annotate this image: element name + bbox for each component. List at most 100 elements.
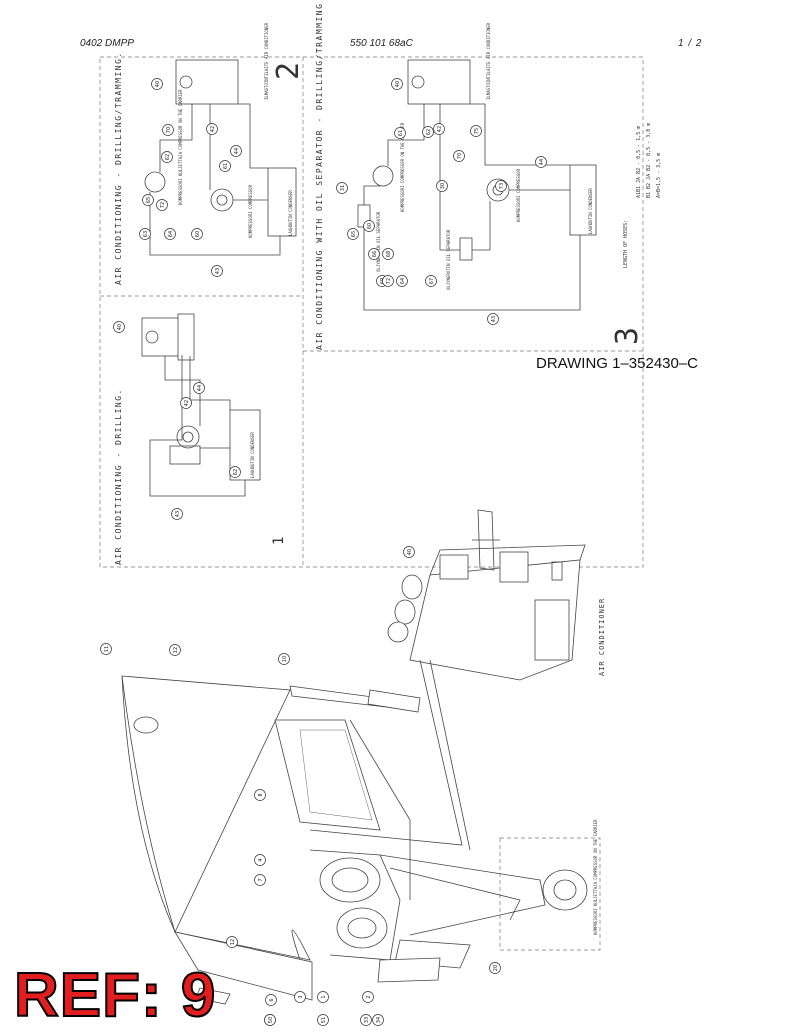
callout-bubble-iso-7: 7 — [254, 874, 266, 886]
panel-3-oil-separator: AIR CONDITIONING WITH OIL SEPARATOR - DR… — [315, 3, 662, 350]
iso-bracket-plate — [367, 689, 421, 713]
svg-text:50: 50 — [268, 1017, 274, 1023]
cabin-front-plate — [174, 931, 313, 1001]
svg-text:4: 4 — [258, 858, 264, 861]
iso-carrier-compressor — [542, 869, 588, 911]
iso-ac-panel — [551, 561, 563, 581]
header-page-number: 1 / 2 — [678, 38, 703, 49]
ref-stamp: REF: 9 — [13, 960, 217, 1031]
iso-ac-duct-2 — [394, 599, 416, 625]
pipe-p3-d — [363, 227, 581, 311]
iso-compressor-inner — [347, 917, 377, 939]
iso-ac-top — [429, 544, 586, 576]
callout-bubble-iso-8: 8 — [254, 789, 266, 801]
svg-text:65: 65 — [146, 197, 152, 203]
cabin-roof-edge — [121, 675, 311, 961]
carrier-compressor-p2 — [144, 171, 166, 193]
svg-text:51: 51 — [321, 1017, 327, 1023]
svg-text:31: 31 — [340, 185, 346, 191]
callout-bubble-p3-68: 68 — [382, 248, 394, 260]
callout-bubble-iso-10: 10 — [278, 653, 290, 665]
iso-ac-block-2 — [499, 551, 529, 583]
iso-ac-bracket — [472, 509, 500, 571]
callout-bubble-p3-70: 70 — [453, 150, 465, 162]
frame-rail-2 — [429, 659, 471, 851]
iso-ac-block-1 — [439, 554, 469, 580]
callout-bubble-p3-67: 67 — [425, 275, 437, 287]
callout-bubble-p2-62: 62 — [161, 151, 173, 163]
callout-bubble-iso-1: 1 — [317, 991, 329, 1003]
callout-bubble-p1-44: 44 — [193, 382, 205, 394]
iso-compressor — [336, 907, 388, 949]
panel-1-number: 1 — [271, 537, 287, 545]
compressor-hub-p1 — [182, 431, 194, 443]
drawing-number: DRAWING 1–352430–C — [536, 355, 699, 372]
iso-hose-1 — [379, 854, 546, 936]
front-cutout — [195, 987, 231, 1005]
cabin-roof-panel — [121, 675, 291, 934]
hose-length-line-2: B1 B2 JA B2 - 0,5 - 3,0 m — [646, 123, 652, 198]
pipe-p2-c — [149, 192, 281, 256]
svg-text:67: 67 — [429, 278, 435, 284]
panel-3-title: AIR CONDITIONING WITH OIL SEPARATOR - DR… — [315, 3, 324, 350]
callout-bubble-iso-6: 6 — [265, 994, 277, 1006]
svg-text:10: 10 — [282, 656, 288, 662]
carrier-compressor-label-p3: KOMPRESSORI COMPRESSOR ON THE CARRIER — [400, 122, 405, 212]
callout-bubble-p1-42: 42 — [180, 397, 192, 409]
oil-separator-label-p3: OLJYNEROTIN OIL SEPARATOR — [446, 229, 451, 290]
iso-ac-grille — [534, 599, 570, 661]
callout-bubble-iso-40: 40 — [403, 546, 415, 558]
pipe-p3-e — [472, 201, 491, 251]
svg-text:60: 60 — [367, 223, 373, 229]
callout-bubble-p3-65: 65 — [347, 228, 359, 240]
svg-text:65: 65 — [351, 231, 357, 237]
svg-text:43: 43 — [215, 268, 221, 274]
svg-text:68: 68 — [386, 251, 392, 257]
condenser-p2 — [267, 167, 297, 237]
svg-text:12: 12 — [173, 647, 179, 653]
ac-blower-circle-p3 — [411, 75, 425, 89]
svg-text:62: 62 — [426, 129, 432, 135]
iso-mount-base — [377, 957, 441, 983]
pipe-p3-b — [439, 104, 460, 251]
callout-bubble-iso-34: 34 — [372, 1014, 384, 1026]
pipe-p3-g — [470, 103, 570, 166]
svg-text:6: 6 — [269, 998, 275, 1001]
callout-bubble-p3-61: 61 — [394, 127, 406, 139]
callout-bubble-iso-3: 3 — [294, 991, 306, 1003]
svg-text:33: 33 — [364, 1017, 370, 1023]
svg-text:75: 75 — [474, 128, 480, 134]
svg-text:12: 12 — [230, 939, 236, 945]
callout-bubble-p2-63: 63 — [139, 228, 151, 240]
svg-text:20: 20 — [493, 965, 499, 971]
panel-2-title: AIR CONDITIONING - DRILLING/TRAMMING. — [114, 51, 123, 285]
svg-text:44: 44 — [234, 148, 240, 154]
pipe-p1-d — [189, 356, 231, 410]
iso-pulley-upper — [319, 857, 381, 903]
svg-text:42: 42 — [184, 400, 190, 406]
callout-bubble-p3-40: 40 — [391, 78, 403, 90]
hose-length-title: LENGTH OF HOSES: — [623, 220, 629, 268]
callout-bubble-p2-64: 64 — [164, 228, 176, 240]
svg-text:60: 60 — [195, 231, 201, 237]
schematic-frame — [99, 56, 644, 568]
callout-bubble-iso-4: 4 — [254, 854, 266, 866]
svg-text:8: 8 — [258, 793, 264, 796]
svg-text:40: 40 — [407, 549, 413, 555]
iso-carrier-compressor-label: KOMPRESSORI KULJETTAJA COMPRESSOR ON THE… — [593, 819, 598, 935]
svg-text:34: 34 — [376, 1017, 382, 1023]
header-document-code: 0402 DMPP — [80, 38, 134, 49]
panel-1-title: AIR CONDITIONING - DRILLING. — [114, 388, 123, 565]
callout-bubble-p3-73: 73 — [495, 180, 507, 192]
callout-bubble-p3-75: 75 — [470, 125, 482, 137]
callout-bubble-p3-62: 62 — [422, 126, 434, 138]
condenser-inner — [299, 729, 373, 821]
callout-bubble-iso-2: 2 — [362, 991, 374, 1003]
iso-pulley-upper-inner — [331, 867, 369, 893]
ac-label-p2: ILMASTOINTILAITE AIR CONDITIONER — [264, 22, 269, 100]
panel-3-number: 3 — [610, 327, 645, 345]
svg-text:1: 1 — [321, 995, 327, 998]
panel-1-drilling: AIR CONDITIONING - DRILLING. 1 LAUHDUTIN… — [114, 313, 287, 565]
svg-text:62: 62 — [165, 154, 171, 160]
